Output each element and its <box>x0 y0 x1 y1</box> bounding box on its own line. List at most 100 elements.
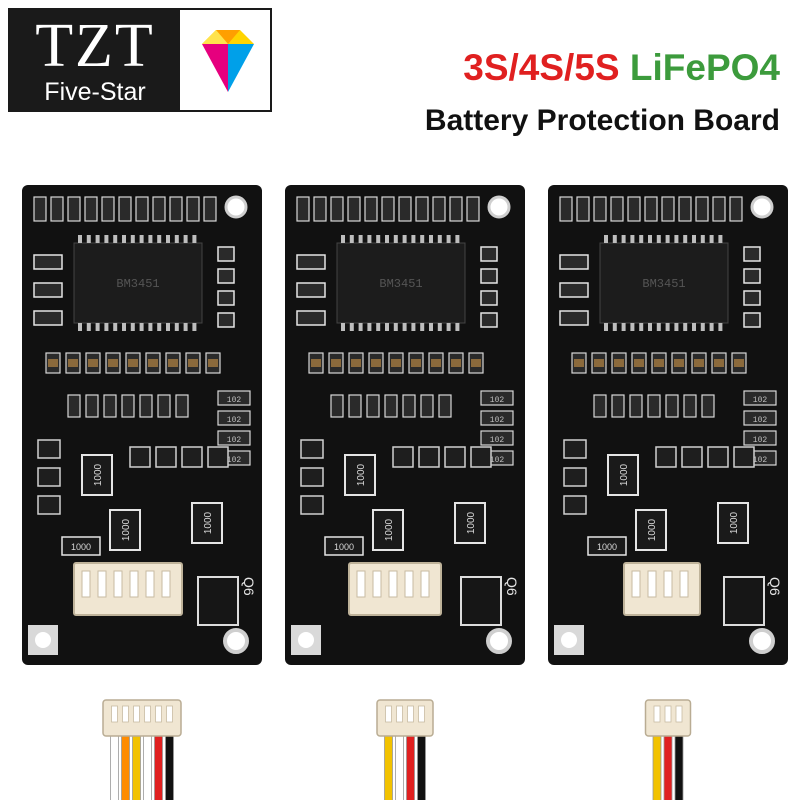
ic-pin <box>192 323 197 331</box>
ic-pin <box>648 323 652 331</box>
smd-component <box>712 196 726 222</box>
resistor-marking: 102 <box>227 456 242 465</box>
smd-component <box>217 312 235 328</box>
smd-resistor <box>480 430 514 446</box>
resistor-marking: 102 <box>753 416 768 425</box>
smd-component <box>661 196 675 222</box>
smd-component <box>647 394 661 418</box>
smd-component <box>420 394 434 418</box>
ic-pin <box>621 235 626 243</box>
smd-component <box>33 254 63 270</box>
smd-component <box>157 394 171 418</box>
smd-component <box>627 196 641 222</box>
capacitor-body <box>311 359 321 367</box>
smd-component <box>67 196 81 222</box>
chip-marking: BM3451 <box>642 277 685 291</box>
connector-slot <box>113 570 123 598</box>
ic-pin <box>630 323 635 331</box>
smd-resistor <box>217 410 251 426</box>
power-resistor <box>454 502 486 544</box>
smd-component <box>33 196 47 222</box>
mounting-hole <box>486 628 512 654</box>
smd-component <box>480 268 498 284</box>
capacitor-body <box>391 359 401 367</box>
ic-pin <box>630 235 635 243</box>
resistor-marking: 102 <box>753 456 768 465</box>
transistor <box>155 446 177 468</box>
resistor-marking: 1000 <box>466 511 477 534</box>
ic-pin <box>376 323 381 331</box>
chip-marking: BM3451 <box>379 277 422 291</box>
ic-pin <box>455 235 460 243</box>
ic-chip <box>336 242 466 324</box>
smd-component <box>169 196 183 222</box>
ic-pin <box>692 323 696 331</box>
smd-component <box>438 394 452 418</box>
smd-component <box>366 394 380 418</box>
chip-marking: BM3451 <box>116 277 159 291</box>
smd-resistor <box>743 430 777 446</box>
smd-component <box>121 394 135 418</box>
plug-slot <box>155 705 162 723</box>
wire <box>652 729 662 800</box>
ic-pin <box>358 323 363 331</box>
plug-slot <box>664 705 672 723</box>
capacitor-body <box>371 359 381 367</box>
plug-slot <box>111 705 118 723</box>
smd-component <box>33 310 63 326</box>
smd-component <box>480 312 498 328</box>
ic-pin <box>402 323 407 331</box>
product-subtitle: Battery Protection Board <box>424 104 780 137</box>
ic-pin <box>130 235 135 243</box>
smd-component <box>50 196 64 222</box>
mosfet <box>197 576 239 626</box>
smd-component <box>217 290 235 306</box>
connector-slot <box>631 570 641 598</box>
smd-component <box>559 310 589 326</box>
ic-pin <box>604 235 608 243</box>
smd-component <box>683 394 697 418</box>
ic-pin <box>393 323 398 331</box>
capacitor-body <box>148 359 158 367</box>
wire <box>143 729 152 800</box>
smd-component <box>296 310 326 326</box>
capacitor-body <box>734 359 744 367</box>
transistor <box>207 446 229 468</box>
capacitor-body <box>574 359 584 367</box>
power-resistor <box>607 454 639 496</box>
resistor-marking: 102 <box>227 396 242 405</box>
transistor <box>300 439 324 459</box>
resistor-marking: 1000 <box>619 463 630 486</box>
transistor <box>300 467 324 487</box>
smd-component <box>296 282 326 298</box>
smd-resistor <box>480 410 514 426</box>
wire <box>406 729 415 800</box>
ic-pin <box>718 323 723 331</box>
ic-pin <box>157 323 162 331</box>
ic-pin <box>367 235 372 243</box>
ic-pin <box>683 323 688 331</box>
smd-component <box>678 196 692 222</box>
transistor <box>733 446 755 468</box>
mosfet <box>723 576 765 626</box>
connector-slot <box>161 570 171 598</box>
smd-component <box>217 246 235 262</box>
ic-pin <box>700 235 705 243</box>
headline-chemistry: LiFePO4 <box>629 47 780 88</box>
resistor-marking: 102 <box>490 416 505 425</box>
resistor-marking: 102 <box>490 456 505 465</box>
ic-pin <box>113 323 118 331</box>
connector-slot <box>129 570 139 598</box>
ic-pin <box>104 323 109 331</box>
smd-component <box>364 196 378 222</box>
transistor <box>563 467 587 487</box>
transistor <box>37 467 61 487</box>
smd-component <box>175 394 189 418</box>
smd-component <box>644 196 658 222</box>
ic-pin <box>122 235 126 243</box>
mounting-hole <box>561 632 577 648</box>
ic-pin <box>455 323 460 331</box>
wire <box>395 729 404 800</box>
ic-pin <box>656 235 661 243</box>
